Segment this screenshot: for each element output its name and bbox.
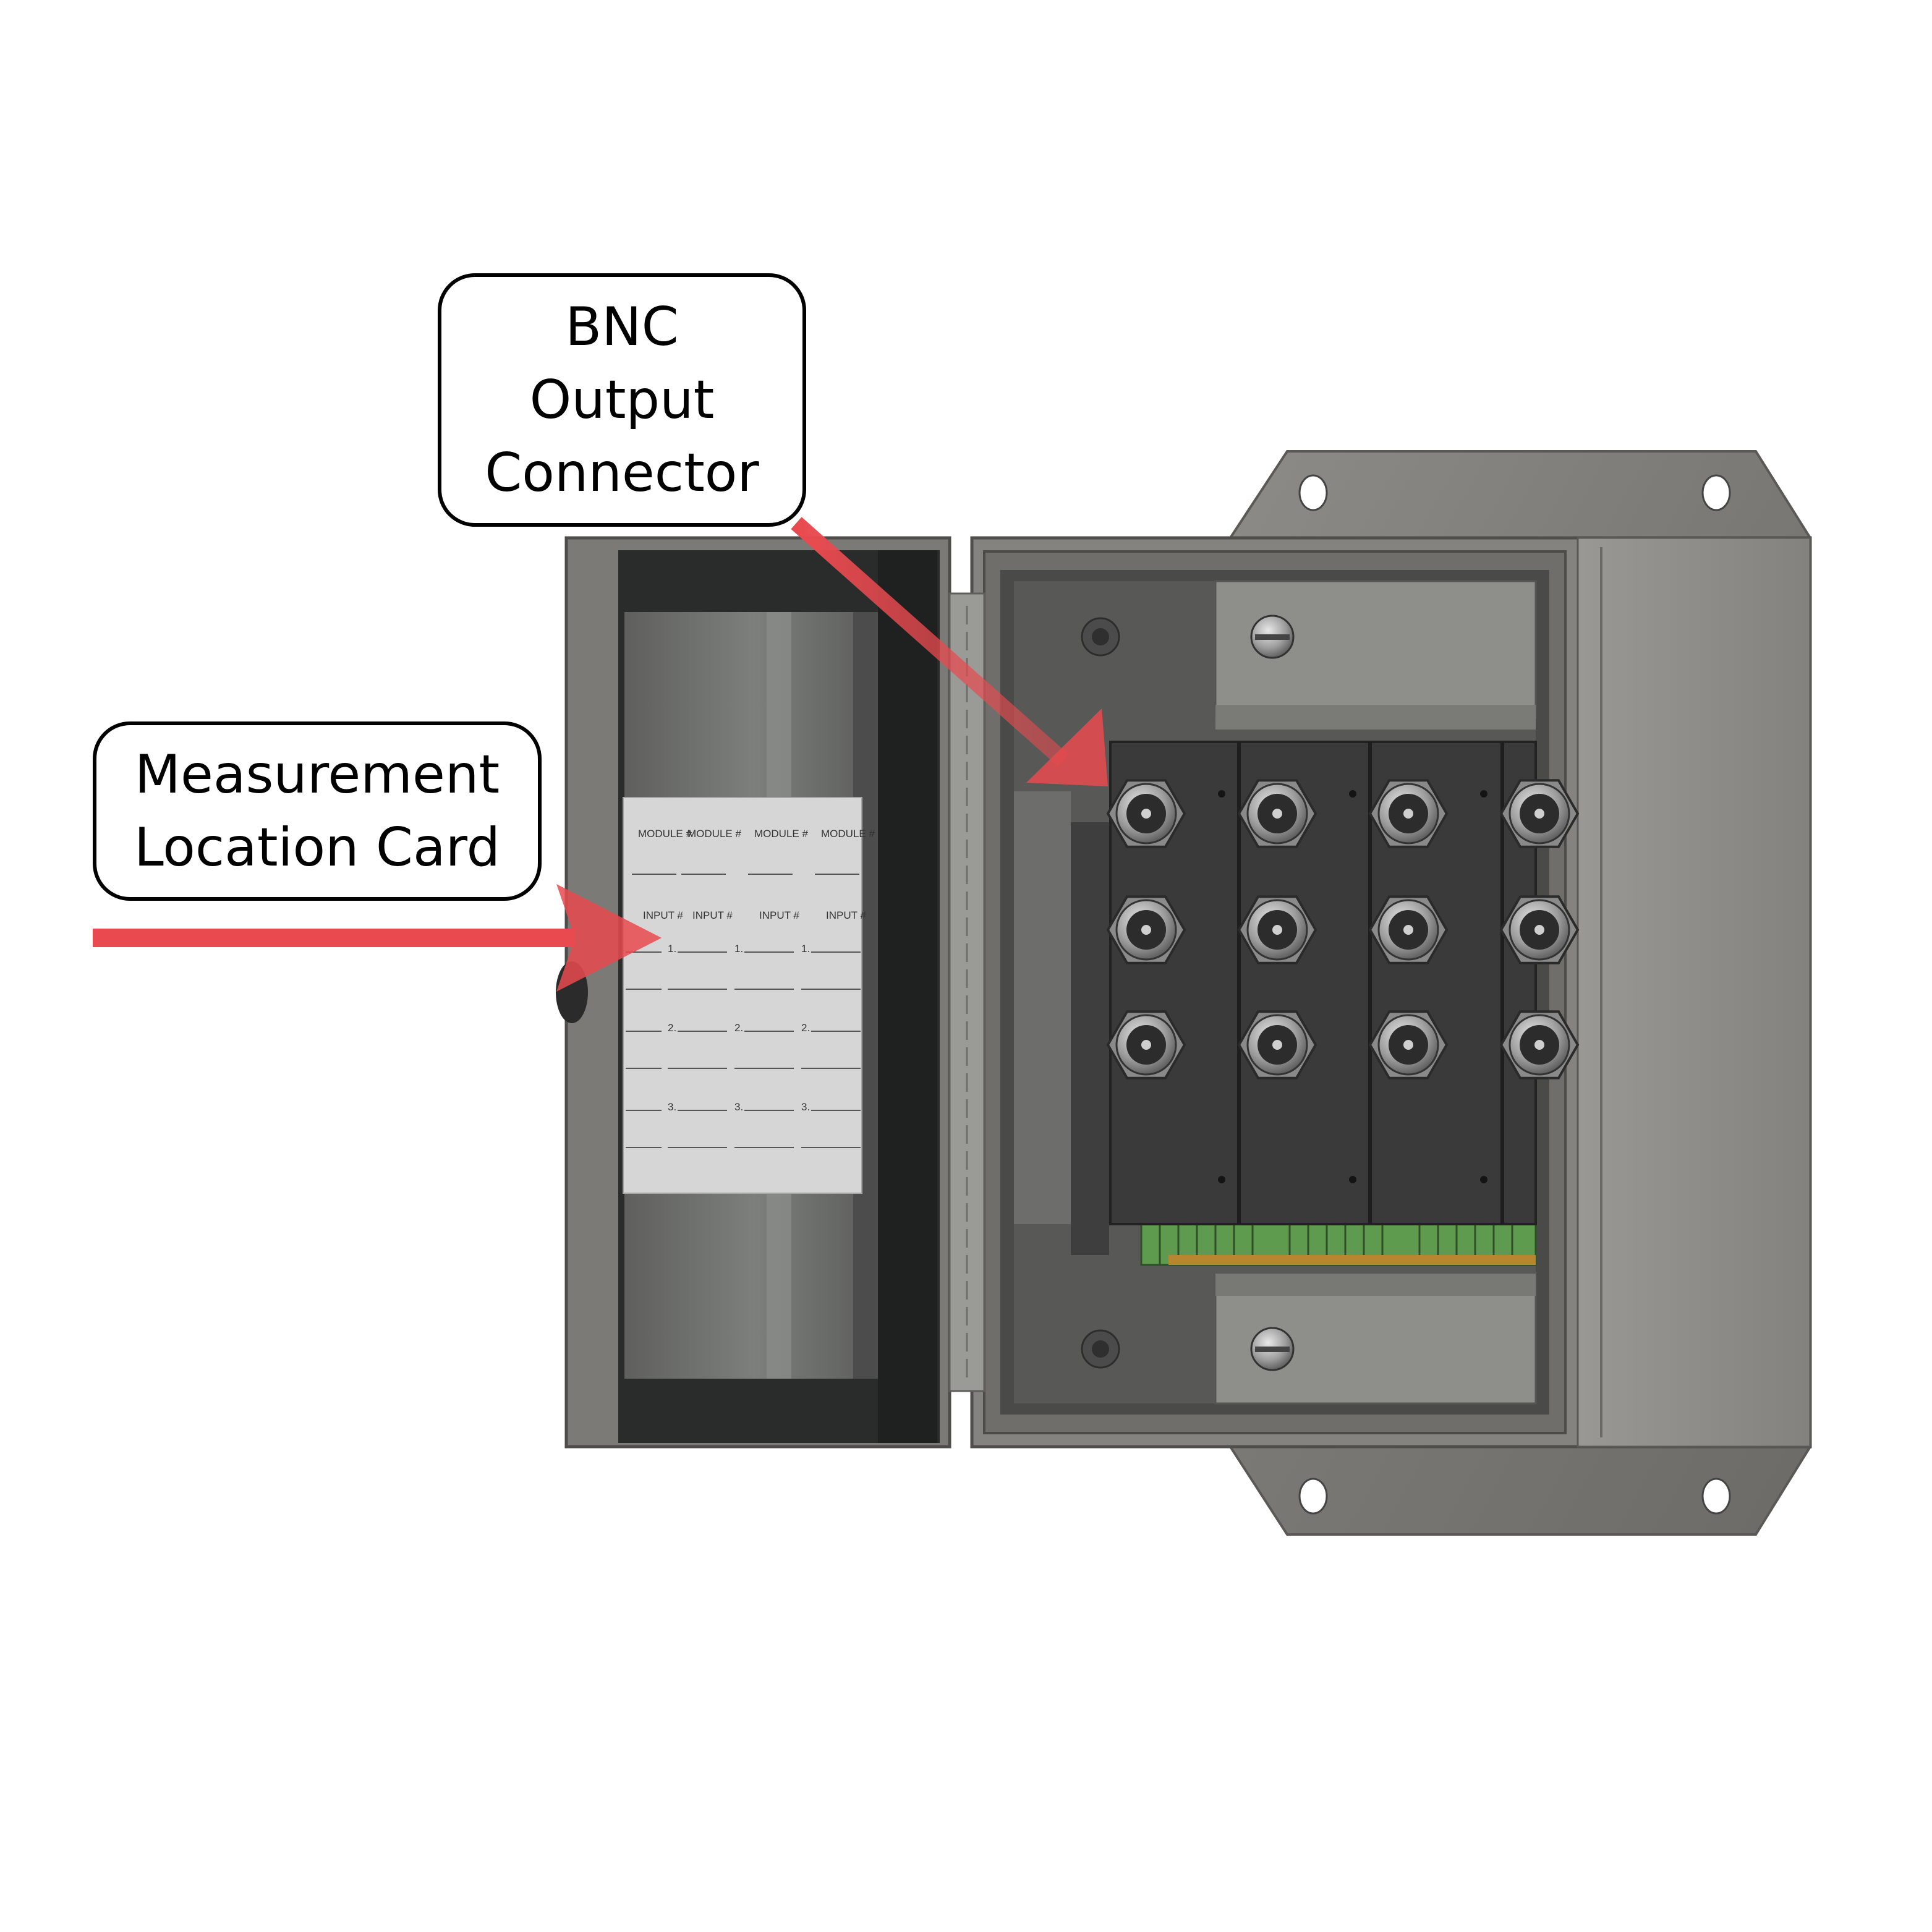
bnc-connector-icon <box>1499 1010 1580 1079</box>
bnc-output-connector-callout: BNC Output Connector <box>438 273 806 527</box>
card-pointer-arrow <box>93 884 662 992</box>
card-row-number: 2. <box>734 1022 743 1034</box>
bnc-connector-icon <box>1368 1010 1449 1079</box>
card-module-label: MODULE # <box>638 828 692 840</box>
card-row-number: 1. <box>668 943 676 955</box>
callout-line: Connector <box>485 442 759 504</box>
callout-line: Location Card <box>134 817 501 879</box>
screw-icon <box>1250 615 1295 659</box>
card-module-label: MODULE # <box>821 828 875 840</box>
mounting-hole-icon <box>1701 1478 1731 1515</box>
card-row-number: 3. <box>801 1101 810 1113</box>
card-input-label: INPUT # <box>692 909 733 921</box>
card-module-label: MODULE # <box>754 828 808 840</box>
bnc-connector-icon <box>1106 779 1186 848</box>
bnc-connector-icon <box>1237 1010 1317 1079</box>
callout-line: Measurement <box>134 744 500 806</box>
card-input-label: INPUT # <box>759 909 799 921</box>
bnc-connector-icon <box>1106 895 1186 964</box>
card-input-label: INPUT # <box>826 909 866 921</box>
card-row-number: 3. <box>734 1101 743 1113</box>
screw-icon <box>1081 1329 1120 1369</box>
screw-icon <box>1081 617 1120 657</box>
card-row-number: 1. <box>801 943 810 955</box>
mounting-hole-icon <box>1701 474 1731 511</box>
card-row-number: 3. <box>668 1101 676 1113</box>
bnc-connector-icon <box>1237 779 1317 848</box>
mounting-hole-icon <box>1298 474 1328 511</box>
screw-icon <box>1250 1327 1295 1371</box>
bnc-connector-icon <box>1106 1010 1186 1079</box>
bnc-module-panel <box>1109 741 1537 1225</box>
bnc-pointer-arrow <box>791 517 1108 786</box>
enclosure-side-lip <box>1577 537 1811 1448</box>
bnc-connector-icon <box>1368 779 1449 848</box>
bnc-connector-icon <box>1499 895 1580 964</box>
measurement-location-card-callout: Measurement Location Card <box>93 721 542 901</box>
bnc-connector-icon <box>1237 895 1317 964</box>
mounting-hole-icon <box>1298 1478 1328 1515</box>
callout-line: BNC <box>565 296 679 358</box>
bnc-connector-grid <box>1106 779 1580 1079</box>
bnc-connector-icon <box>1499 779 1580 848</box>
callout-line: Output <box>529 369 715 431</box>
measurement-location-card: MODULE # INPUT # MODULE # INPUT # MODULE # IN… <box>623 797 875 1194</box>
card-row-number: 2. <box>801 1022 810 1034</box>
card-module-label: MODULE # <box>687 828 741 840</box>
bnc-connector-icon <box>1368 895 1449 964</box>
card-row-number: 1. <box>734 943 743 955</box>
card-input-label: INPUT # <box>643 909 683 921</box>
card-row-number: 2. <box>668 1022 676 1034</box>
